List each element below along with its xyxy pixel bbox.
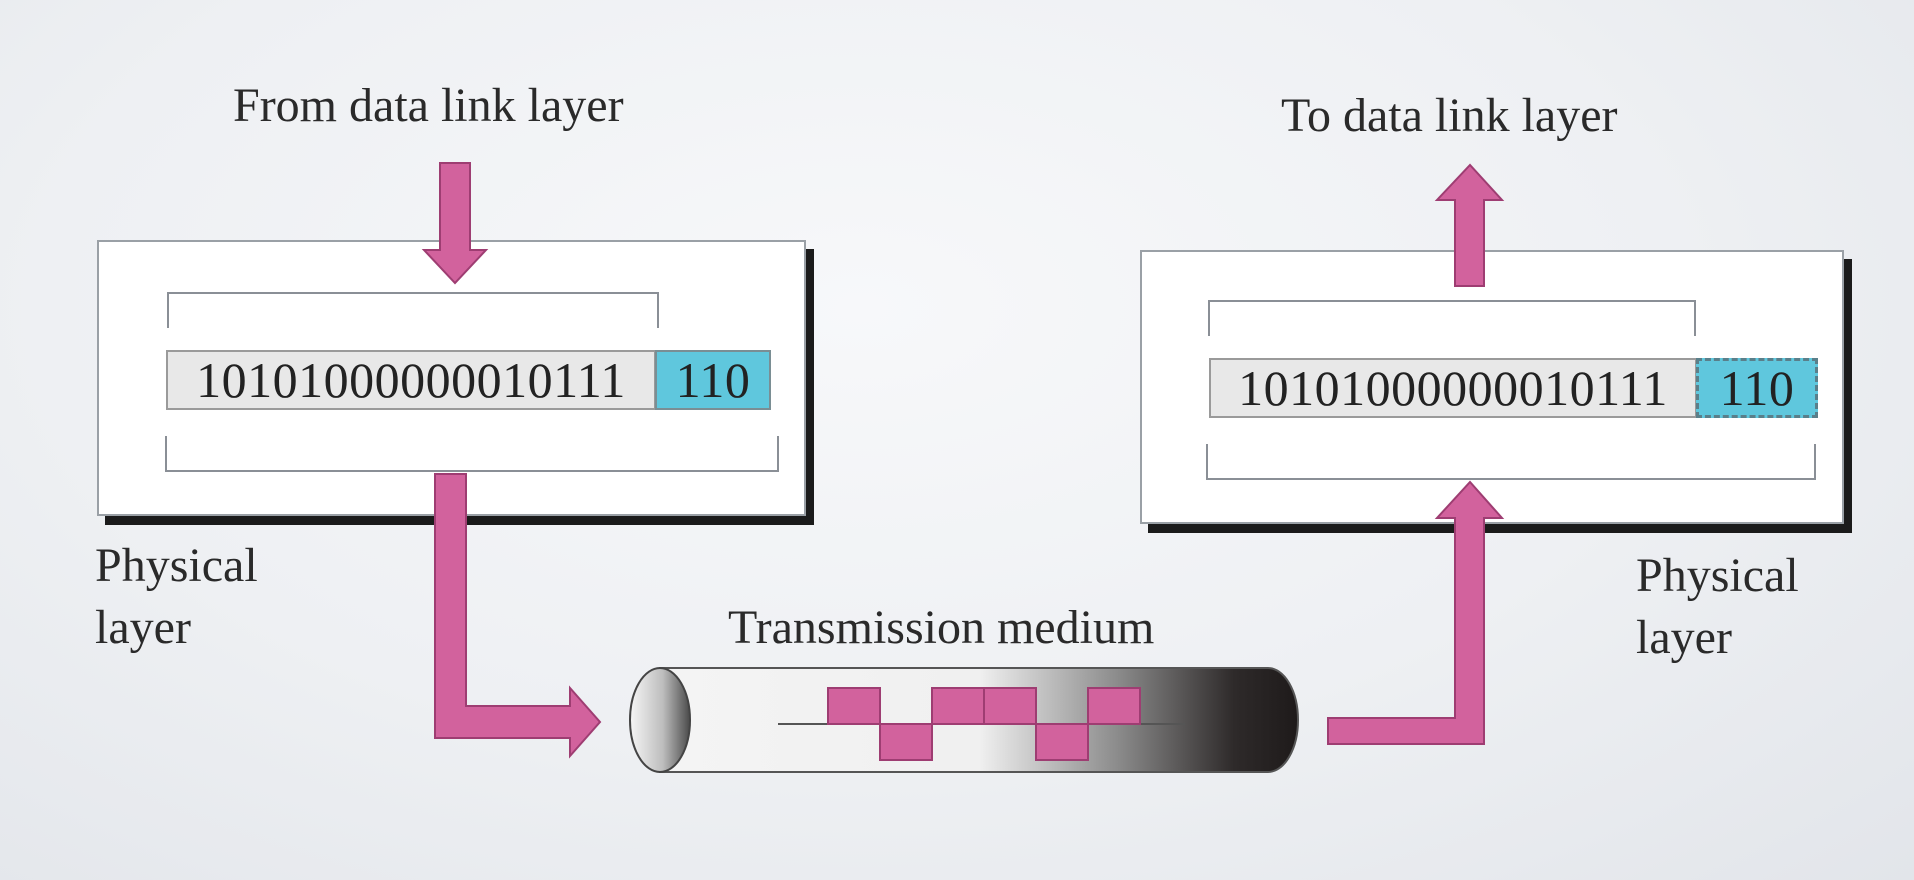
receiver-data-bits: 10101000000010111 [1209, 358, 1697, 418]
sender-frame-bracket-bottom [165, 436, 779, 472]
receiver-frame-bracket-bottom [1206, 444, 1816, 480]
sender-data-bits: 10101000000010111 [166, 350, 656, 410]
down-arrow-from-data-link [421, 162, 489, 285]
signal-waveform [827, 687, 1141, 761]
up-arrow-to-data-link [1434, 163, 1505, 287]
sender-frame-bracket-top [167, 292, 659, 328]
physical-layer-right-label-line1: Physical [1636, 549, 1799, 602]
from-data-link-label: From data link layer [233, 79, 624, 132]
sender-to-medium-arrow [434, 473, 602, 759]
physical-layer-right-label-line2: layer [1636, 611, 1732, 664]
receiver-crc-bits: 110 [1696, 358, 1818, 418]
physical-layer-left-label-line2: layer [95, 601, 191, 654]
signal-pulse-high [983, 687, 1037, 725]
signal-pulse-low [1035, 723, 1089, 761]
medium-to-receiver-arrow [1327, 480, 1505, 745]
signal-pulse-high [931, 687, 985, 725]
receiver-frame-bracket-top [1208, 300, 1696, 336]
sender-crc-bits: 110 [655, 350, 771, 410]
signal-pulse-high [1087, 687, 1141, 725]
transmission-medium-label: Transmission medium [728, 601, 1155, 654]
cable-end-cap [629, 667, 691, 773]
signal-pulse-low [879, 723, 933, 761]
physical-layer-left-label-line1: Physical [95, 539, 258, 592]
to-data-link-label: To data link layer [1281, 89, 1618, 142]
signal-pulse-high [827, 687, 881, 725]
